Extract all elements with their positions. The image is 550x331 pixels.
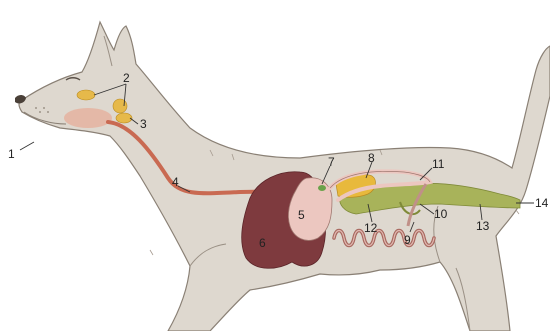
pharynx-area bbox=[64, 108, 112, 128]
label-12: 12 bbox=[364, 221, 378, 235]
mandibular-gland bbox=[113, 99, 127, 113]
label-2: 2 bbox=[123, 71, 130, 85]
parotid-gland bbox=[77, 90, 95, 100]
label-4: 4 bbox=[172, 175, 179, 189]
label-8: 8 bbox=[368, 151, 375, 165]
label-14: 14 bbox=[535, 196, 549, 210]
label-3: 3 bbox=[140, 117, 147, 131]
label-10: 10 bbox=[434, 207, 448, 221]
label-1: 1 bbox=[8, 147, 15, 161]
label-13: 13 bbox=[476, 219, 490, 233]
label-6: 6 bbox=[259, 236, 266, 250]
label-5: 5 bbox=[298, 208, 305, 222]
label-9: 9 bbox=[404, 233, 411, 247]
sublingual-gland bbox=[116, 113, 132, 123]
gall-bladder bbox=[318, 185, 326, 191]
label-7: 7 bbox=[328, 155, 335, 169]
label-11: 11 bbox=[432, 157, 445, 171]
